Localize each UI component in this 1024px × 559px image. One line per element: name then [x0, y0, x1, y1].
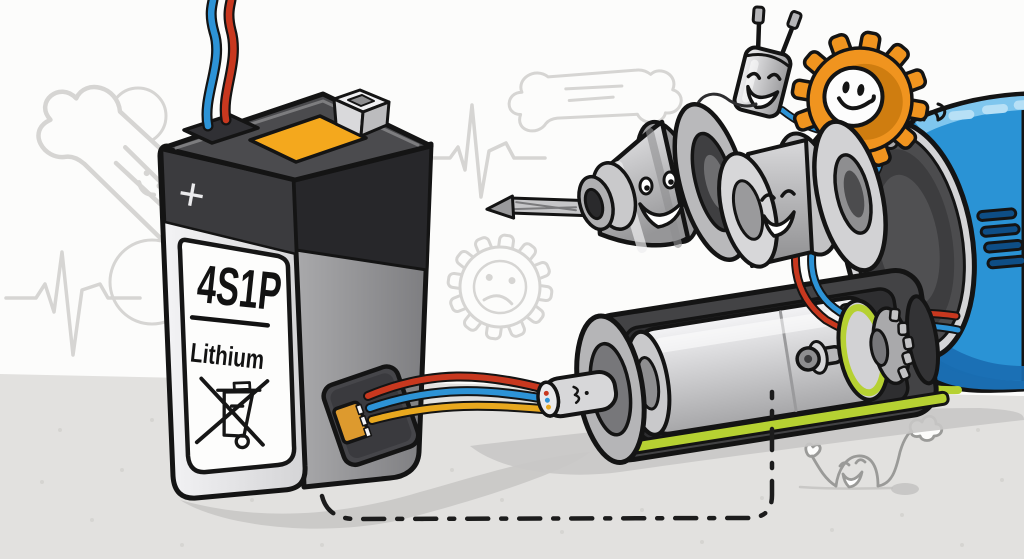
motor-assembly — [536, 268, 950, 465]
spindle-mark — [572, 385, 581, 405]
battery-top-wires — [201, 0, 239, 132]
harness-wire-blue — [367, 388, 554, 411]
battery-label — [177, 237, 297, 475]
floor-speckles — [40, 418, 1004, 547]
harness-wire-red — [365, 373, 552, 399]
lead-tip — [786, 10, 803, 30]
battery-wire-socket — [182, 113, 260, 145]
sad-gear-doodle-icon — [446, 233, 554, 341]
capacitor-character — [732, 5, 803, 119]
battery-top-pad — [248, 114, 368, 164]
wire-hook — [922, 102, 947, 122]
crossed-out-wheelie-bin-icon — [194, 376, 270, 450]
pinion-gear — [795, 298, 915, 402]
dashed-connection-line — [319, 389, 775, 522]
chuck-face — [638, 170, 686, 229]
harness-wire-orange — [369, 402, 556, 423]
chuck-bore — [583, 187, 605, 221]
battery-wire-blue — [203, 0, 220, 130]
spindle-tip — [536, 380, 561, 418]
heartbeat-doodle-icon — [4, 250, 142, 357]
heartbeat-doodle-icon — [426, 103, 547, 199]
battery-connector-block — [332, 88, 391, 138]
drill-chuck-character — [577, 119, 702, 253]
battery-model: 4S1P — [195, 254, 285, 322]
vent-slats — [976, 207, 1024, 270]
pinion-teeth — [888, 307, 915, 381]
washer-ring — [812, 119, 888, 273]
bearing-face — [760, 189, 796, 238]
battery-wire-red — [221, 0, 237, 124]
battery-pack: + 4S1P Lithium — [157, 0, 434, 501]
harness-wires — [363, 371, 558, 425]
bone-doodle-icon — [507, 68, 683, 133]
lead-tip — [751, 5, 766, 25]
